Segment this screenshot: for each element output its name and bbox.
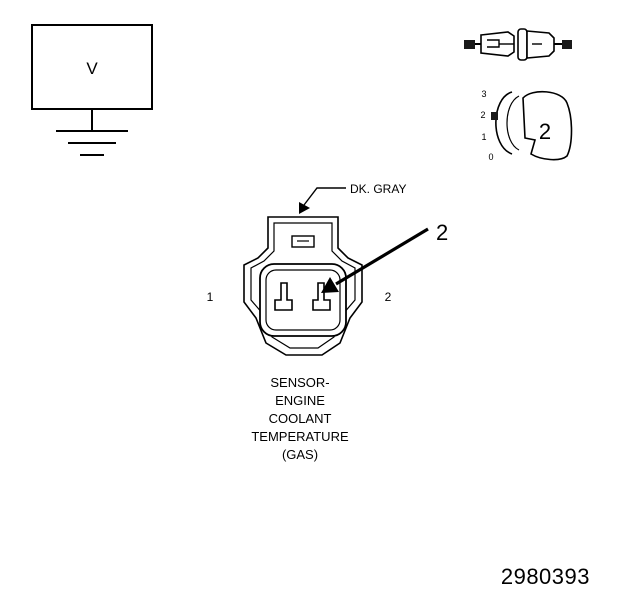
- position-marker: [491, 112, 498, 120]
- probe-tip-right: [562, 40, 572, 49]
- terminal-callout-number: 2: [436, 220, 448, 245]
- terminal-key-number: 2: [539, 119, 551, 144]
- terminal-callout-arrowhead: [321, 277, 339, 293]
- connector-plug-shell: [480, 31, 515, 57]
- sensor-label-line: TEMPERATURE: [251, 429, 349, 444]
- sensor-label-line: ENGINE: [275, 393, 325, 408]
- position-tick-1: 1: [481, 132, 486, 142]
- pin-2-label: 2: [385, 290, 392, 304]
- probe-tip-left: [464, 40, 475, 49]
- terminal-key-body: [522, 90, 573, 161]
- sensor-label-line: (GAS): [281, 447, 319, 462]
- sensor-connector-face: 1 2: [207, 216, 392, 356]
- connector-cavity-outer: [259, 263, 347, 337]
- position-tick-0: 0: [488, 152, 493, 162]
- sensor-label-line: COOLANT: [268, 411, 332, 426]
- wire-color-callout: DK. GRAY: [299, 182, 406, 214]
- wire-color-label: DK. GRAY: [350, 182, 406, 196]
- position-tick-3: 3: [481, 89, 486, 99]
- voltmeter-label: V: [86, 59, 98, 78]
- pin-1-label: 1: [207, 290, 214, 304]
- terminal-pin-2: [312, 282, 331, 311]
- position-dial-arc: [495, 91, 513, 155]
- wire-color-arrowhead: [299, 202, 310, 214]
- voltmeter-symbol: V: [31, 24, 153, 156]
- position-tick-2: 2: [480, 110, 485, 120]
- sensor-name-label: SENSOR- ENGINE COOLANT TEMPERATURE (GAS): [220, 374, 380, 464]
- wire-color-leader: [303, 187, 346, 206]
- sensor-label-line: SENSOR-: [270, 375, 330, 390]
- terminal-pin-1: [274, 282, 293, 311]
- terminal-callout: 2: [321, 220, 448, 293]
- terminal-position-indicator: 3 2 1 0 2: [480, 89, 573, 162]
- terminal-callout-arrow-shaft: [335, 227, 429, 286]
- figure-number: 2980393: [500, 564, 590, 589]
- connector-cavity-inner: [265, 269, 341, 331]
- connector-outer-shell-inner: [250, 222, 356, 349]
- connector-ring: [517, 28, 528, 61]
- position-dial-arc-inner: [506, 95, 520, 151]
- backprobe-connector-icon: [464, 28, 572, 61]
